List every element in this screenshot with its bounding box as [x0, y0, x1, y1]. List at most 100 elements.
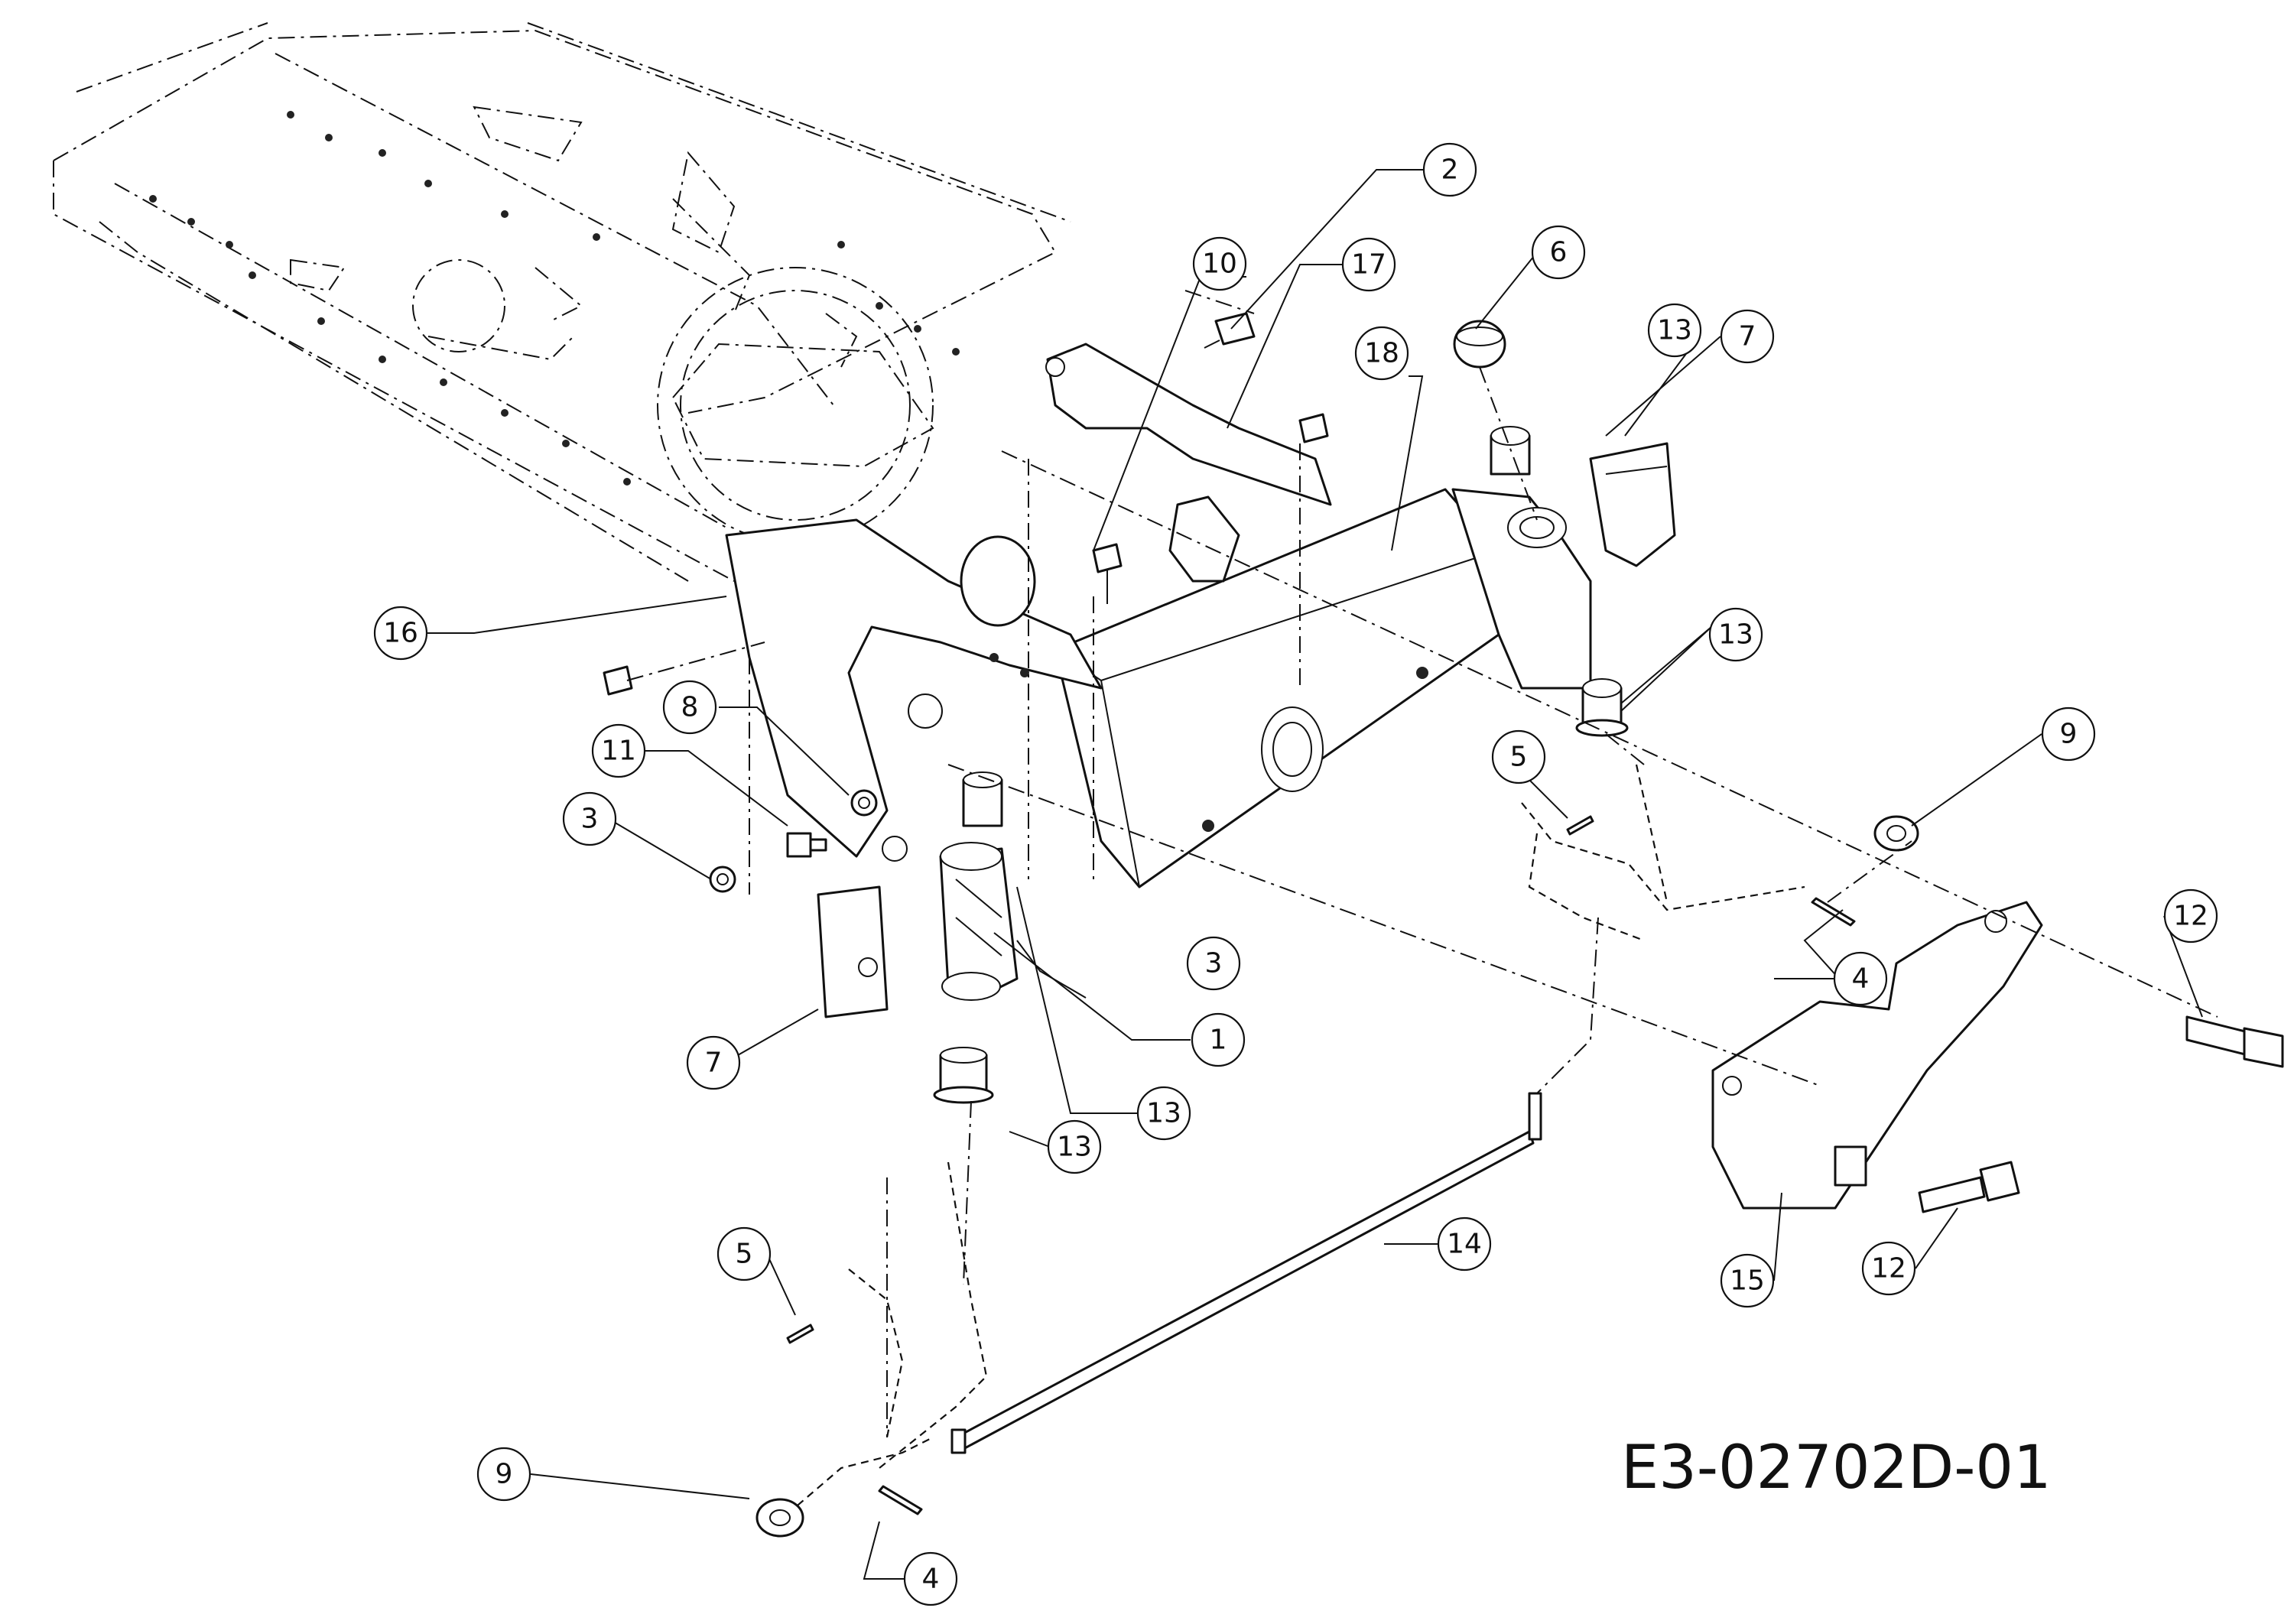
callout-16: 16: [373, 606, 428, 661]
callout-10: 10: [1192, 236, 1247, 291]
callout-number: 13: [1057, 1132, 1092, 1163]
flange-bolt: [1092, 543, 1123, 604]
callout-number: 17: [1351, 249, 1386, 281]
callout-ring: [903, 1551, 958, 1606]
callout-13b: 13: [1708, 607, 1763, 662]
flange-nut: [709, 866, 736, 893]
callout-number: 5: [736, 1239, 753, 1270]
drawing-code: E3-02702D-01: [1621, 1434, 2052, 1502]
callout-number: 15: [1730, 1265, 1765, 1297]
callout-7a: 7: [1720, 309, 1775, 364]
axle-pivot-arm: [1451, 488, 1592, 690]
callout-13d: 13: [1047, 1119, 1102, 1174]
hex-bolt: [2185, 1015, 2284, 1068]
callout-5b: 5: [716, 1226, 772, 1281]
callout-ring: [662, 680, 717, 735]
clevis-pin: [878, 1485, 923, 1515]
callout-18: 18: [1354, 326, 1409, 381]
callout-ring: [476, 1447, 531, 1502]
callout-number: 3: [1205, 948, 1223, 979]
callout-3b: 3: [1186, 936, 1241, 991]
callout-13c: 13: [1136, 1086, 1191, 1141]
callout-ring: [1136, 1086, 1191, 1141]
callout-number: 6: [1550, 237, 1568, 268]
bushing: [1490, 426, 1531, 476]
washer: [1873, 815, 1919, 852]
callout-number: 10: [1202, 248, 1237, 280]
steering-knuckle: [1521, 764, 1805, 942]
spacer: [850, 789, 878, 817]
callout-11: 11: [591, 723, 646, 778]
clevis-pin: [1811, 897, 1856, 927]
callout-number: 14: [1447, 1229, 1482, 1260]
callout-number: 12: [1871, 1253, 1906, 1285]
callout-ring: [1861, 1241, 1916, 1296]
bushing: [962, 771, 1003, 827]
callout-9b: 9: [476, 1447, 531, 1502]
spindle-housing: [939, 842, 1019, 1001]
callout-number: 16: [383, 618, 418, 649]
hex-bolt: [1918, 1161, 2020, 1213]
cotter-pin: [1566, 815, 1594, 836]
cotter-pin: [786, 1324, 814, 1344]
callout-6: 6: [1531, 225, 1586, 280]
callout-1: 1: [1191, 1012, 1246, 1067]
callout-number: 12: [2173, 901, 2208, 932]
callout-number: 3: [581, 804, 599, 835]
callout-ring: [1708, 607, 1763, 662]
callout-4a: 4: [1833, 951, 1888, 1006]
plug: [960, 535, 1036, 627]
callout-17: 17: [1341, 237, 1396, 292]
callout-ring: [1437, 1216, 1492, 1272]
spindle-cover: [1589, 442, 1676, 567]
callout-12b: 12: [1861, 1241, 1916, 1296]
callout-number: 1: [1210, 1025, 1227, 1056]
callout-ring: [1720, 1253, 1775, 1308]
callout-leaders: [427, 169, 2203, 1580]
center-lines: [626, 290, 2218, 1437]
callout-15: 15: [1720, 1253, 1775, 1308]
callout-ring: [1422, 142, 1477, 197]
callout-number: 8: [681, 692, 699, 723]
flange-bolt: [1204, 312, 1256, 349]
steering-plate: [1711, 901, 2043, 1210]
callout-ring: [716, 1226, 772, 1281]
chassis-frame: [53, 22, 1071, 582]
callout-7b: 7: [686, 1035, 741, 1090]
callout-ring: [591, 723, 646, 778]
callout-ring: [1647, 303, 1702, 358]
callout-14: 14: [1437, 1216, 1492, 1272]
callout-number: 13: [1146, 1098, 1181, 1129]
callout-ring: [1833, 951, 1888, 1006]
callout-number: 7: [1739, 321, 1756, 352]
callout-ring: [2163, 888, 2218, 944]
callout-5a: 5: [1491, 729, 1546, 784]
front-bracket: [725, 518, 1103, 862]
bushing: [1575, 678, 1629, 737]
callout-number: 4: [1852, 963, 1870, 995]
callout-13a: 13: [1647, 303, 1702, 358]
flange-nut: [603, 665, 633, 696]
callout-2: 2: [1422, 142, 1477, 197]
upper-frame-bracket: [1045, 343, 1332, 583]
callout-ring: [1531, 225, 1586, 280]
callout-number: 13: [1657, 315, 1692, 346]
callout-number: 5: [1510, 742, 1528, 773]
callout-ring: [686, 1035, 741, 1090]
flange-bolt: [1298, 413, 1329, 443]
callout-number: 7: [705, 1047, 723, 1079]
callout-ring: [1191, 1012, 1246, 1067]
callout-3a: 3: [562, 791, 617, 846]
shoulder-bolt: [786, 832, 827, 858]
callout-ring: [1192, 236, 1247, 291]
callout-number: 18: [1364, 338, 1399, 369]
callout-number: 2: [1441, 154, 1459, 186]
callout-12a: 12: [2163, 888, 2218, 944]
callout-ring: [2041, 706, 2096, 762]
callout-ring: [1341, 237, 1396, 292]
front-axle-beam: [1054, 488, 1500, 888]
callout-number: 4: [922, 1564, 940, 1595]
callout-ring: [1047, 1119, 1102, 1174]
callout-ring: [1354, 326, 1409, 381]
